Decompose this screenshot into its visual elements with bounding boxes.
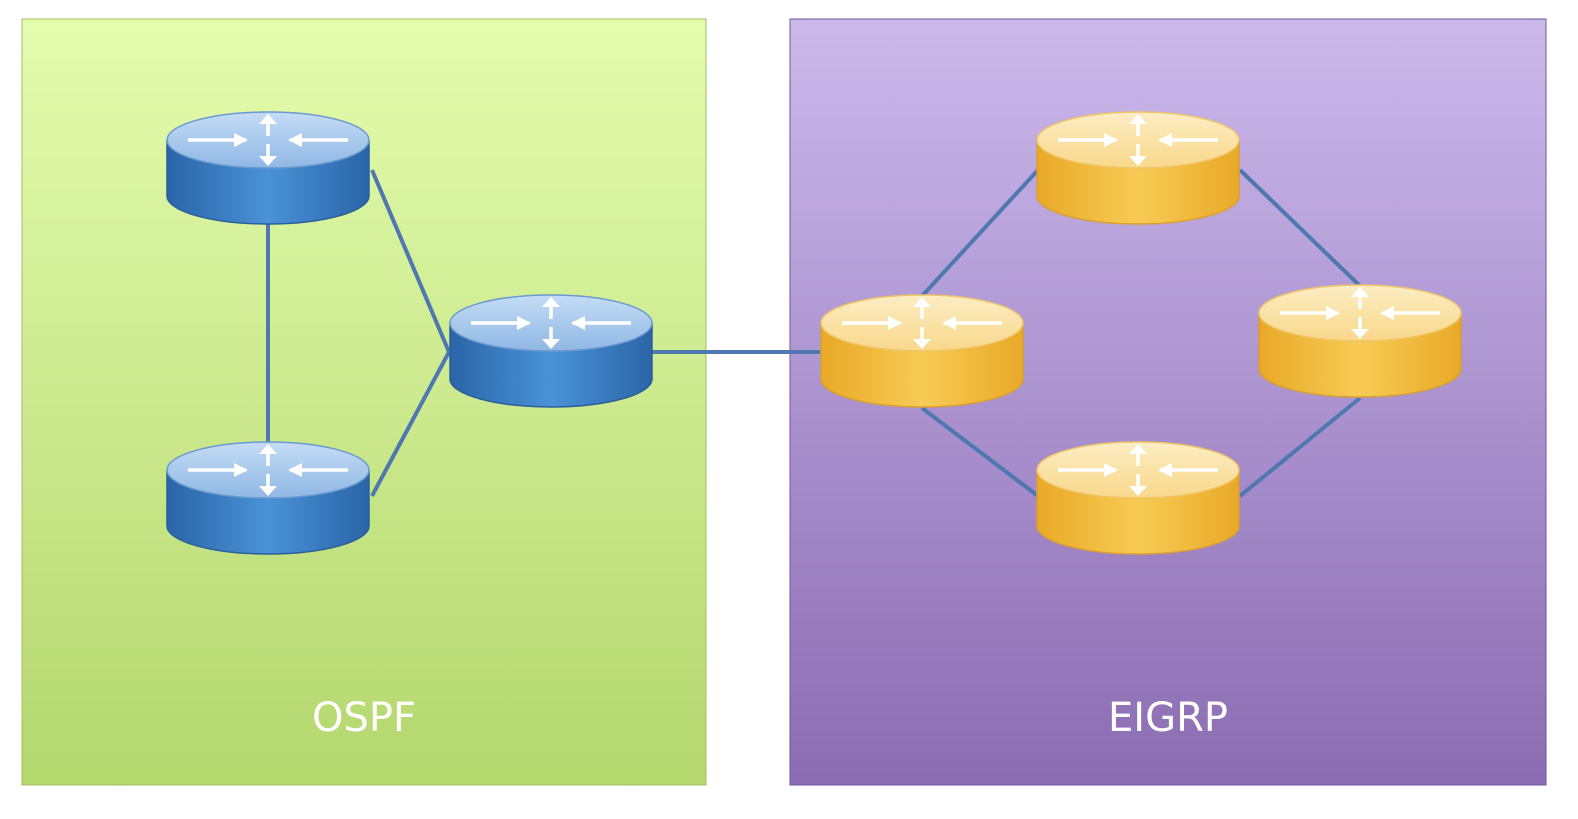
router-arrows-icon — [471, 297, 631, 349]
router-arrows-icon — [1280, 287, 1440, 339]
link-eigrp-router-1-to-eigrp-router-2 — [920, 168, 1040, 298]
link-eigrp-router-4-to-eigrp-router-3 — [1238, 396, 1362, 498]
eigrp-router-1-router-icon[interactable] — [820, 294, 1024, 408]
eigrp-router-2-router-icon[interactable] — [1036, 111, 1240, 225]
links-layer — [266, 168, 1362, 498]
link-eigrp-router-3-to-eigrp-router-1 — [920, 406, 1040, 498]
eigrp-router-4-router-icon[interactable] — [1258, 284, 1462, 398]
eigrp-router-3-router-icon[interactable] — [1036, 441, 1240, 555]
router-arrows-icon — [188, 444, 348, 496]
ospf-router-3-router-icon[interactable] — [449, 294, 653, 408]
link-eigrp-router-2-to-eigrp-router-4 — [1238, 168, 1362, 288]
routers-layer — [166, 111, 1462, 555]
ospf-router-2-router-icon[interactable] — [166, 441, 370, 555]
router-arrows-icon — [1058, 114, 1218, 166]
router-arrows-icon — [1058, 444, 1218, 496]
link-ospf-router-1-to-ospf-router-3 — [370, 169, 451, 353]
router-arrows-icon — [188, 114, 348, 166]
ospf-router-1-router-icon[interactable] — [166, 111, 370, 225]
router-arrows-icon — [842, 297, 1002, 349]
link-ospf-router-2-to-ospf-router-3 — [370, 351, 451, 497]
